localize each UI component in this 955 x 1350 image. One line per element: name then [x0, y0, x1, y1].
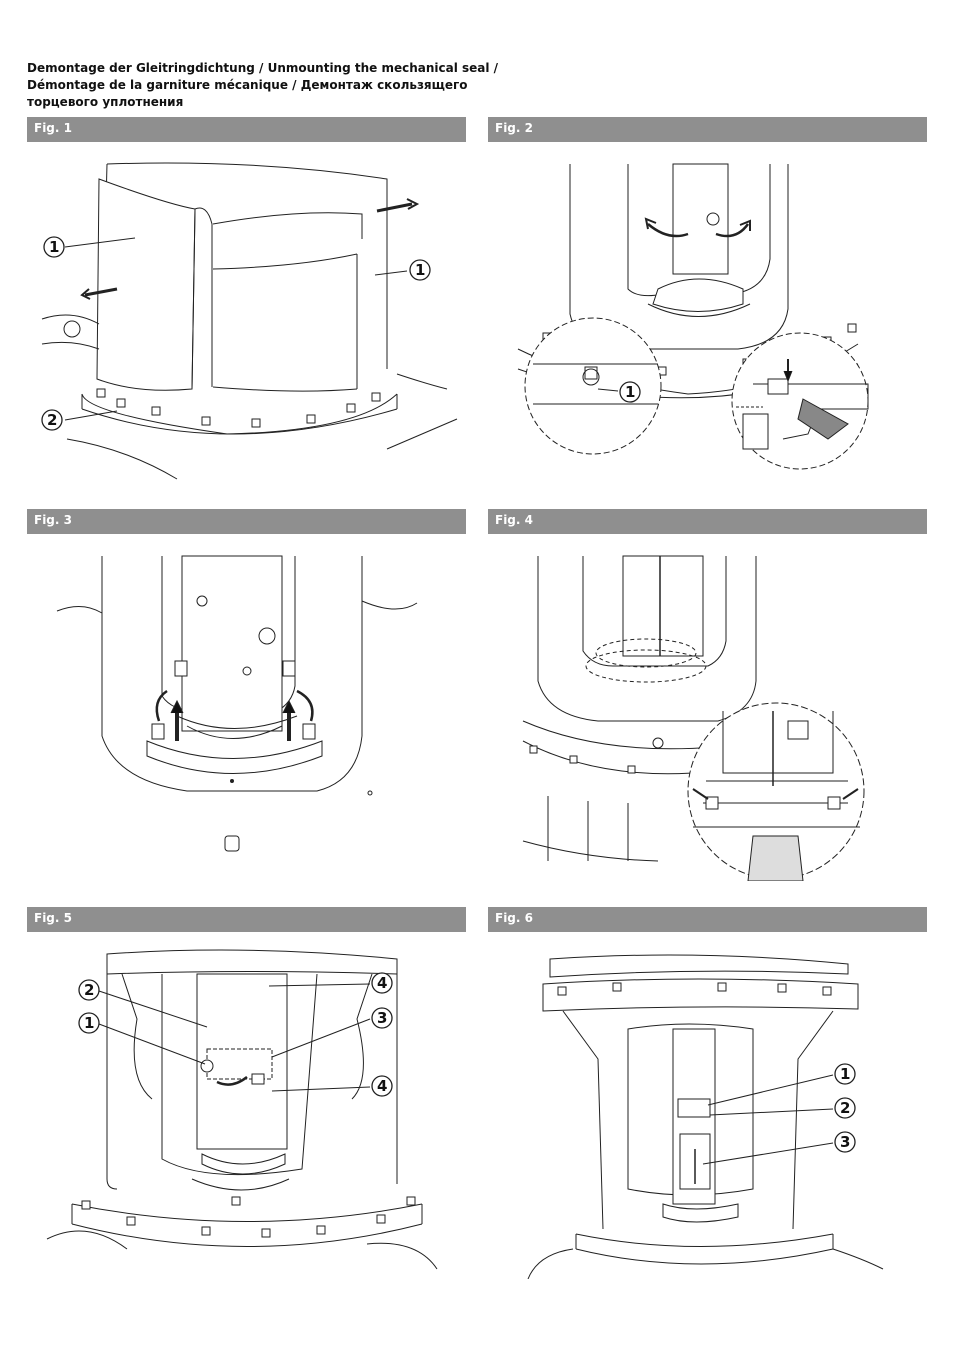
- fig1-callout-1b: 1: [415, 261, 425, 279]
- fig5-callout-2: 2: [84, 981, 94, 999]
- figure-3-drawing: [56, 555, 418, 852]
- fig5-callout-3: 3: [377, 1009, 387, 1027]
- title-line-2: Démontage de la garniture mécanique / Де…: [27, 78, 468, 92]
- fig5-callout-4b: 4: [377, 1077, 387, 1095]
- figure-6-label: Fig. 6: [488, 907, 927, 932]
- document-title: Demontage der Gleitringdichtung / Unmoun…: [27, 60, 499, 111]
- figure-2-label: Fig. 2: [488, 117, 927, 142]
- title-line-3: торцевого уплотнения: [27, 95, 184, 109]
- fig1-callout-1a: 1: [49, 238, 59, 256]
- figure-4: Fig. 4: [488, 509, 927, 881]
- figure-3-label: Fig. 3: [27, 509, 466, 534]
- fig5-callout-1: 1: [84, 1014, 94, 1032]
- fig5-callout-4a: 4: [377, 974, 387, 992]
- figure-6: Fig. 6 1 2 3: [488, 907, 927, 1279]
- figure-2-drawing: 1: [517, 163, 869, 470]
- figure-3: Fig. 3: [27, 509, 466, 852]
- figure-4-drawing: [522, 555, 865, 881]
- fig2-callout-1: 1: [625, 383, 635, 401]
- figure-5-label: Fig. 5: [27, 907, 466, 932]
- fig6-callout-1: 1: [840, 1065, 850, 1083]
- fig6-callout-2: 2: [840, 1099, 850, 1117]
- figure-5: Fig. 5 2 1 4 3 4: [27, 907, 466, 1270]
- fig1-callout-2: 2: [47, 411, 57, 429]
- figure-5-drawing: 2 1 4 3 4: [46, 949, 438, 1270]
- figure-2: Fig. 2 1: [488, 117, 927, 470]
- figure-1-label: Fig. 1: [27, 117, 466, 142]
- title-line-1: Demontage der Gleitringdichtung / Unmoun…: [27, 61, 499, 75]
- fig6-callout-3: 3: [840, 1133, 850, 1151]
- figure-1-drawing: 1 1 2: [41, 162, 458, 480]
- figure-4-label: Fig. 4: [488, 509, 927, 534]
- figure-1: Fig. 1: [27, 117, 466, 480]
- figure-6-drawing: 1 2 3: [527, 954, 884, 1279]
